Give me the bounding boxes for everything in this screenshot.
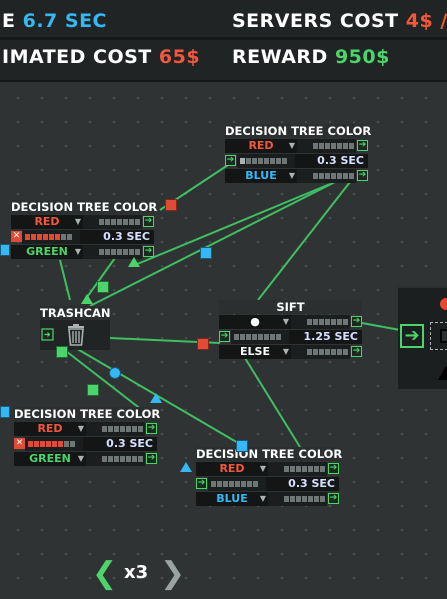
- green-square-packet: [97, 281, 109, 293]
- sift-filter-selector[interactable]: ●▼: [219, 314, 291, 329]
- arrow-right-icon[interactable]: ➔: [225, 155, 236, 166]
- blue-square-packet: [0, 244, 10, 256]
- processing-time: 1.25 SEC: [289, 329, 362, 344]
- arrow-right-icon[interactable]: ➔: [146, 453, 157, 464]
- speed-multiplier: x3: [124, 562, 149, 583]
- arrow-right-icon[interactable]: ➔: [351, 316, 362, 327]
- green-square-packet: [56, 346, 68, 358]
- arrow-right-icon[interactable]: ➔: [400, 324, 424, 348]
- decision-tree-node-bottom-left[interactable]: DECISION TREE COLOR RED▼ ➔ ✕ 0.3 SEC GRE…: [14, 407, 161, 466]
- arrow-right-icon[interactable]: ➔: [328, 463, 339, 474]
- arrow-right-icon[interactable]: ➔: [357, 170, 368, 181]
- arrow-right-icon[interactable]: ➔: [219, 331, 230, 342]
- processing-time: 0.3 SEC: [83, 436, 157, 451]
- processing-time: 0.3 SEC: [80, 229, 154, 244]
- green-triangle-packet: [128, 257, 140, 267]
- green-square-packet: [87, 384, 99, 396]
- arrow-right-icon[interactable]: ➔: [328, 493, 339, 504]
- reward-readout: REWARD 950$: [232, 46, 390, 68]
- arrow-right-icon[interactable]: ➔: [357, 140, 368, 151]
- red-circle-slot-icon: [440, 298, 447, 310]
- estimated-cost-readout: IMATED COST 65$: [2, 46, 201, 68]
- row-label: ELSE▼: [219, 344, 291, 359]
- close-icon[interactable]: ✕: [11, 231, 22, 242]
- triangle-slot-icon: [438, 366, 447, 380]
- hud-bar: E 6.7 SEC SERVERS COST 4$ / IMATED COST …: [0, 0, 447, 82]
- blue-square-packet: [0, 406, 10, 418]
- blue-square-packet: [236, 440, 248, 452]
- row-label: GREEN▼: [11, 244, 83, 259]
- chevron-right-icon[interactable]: ❯: [160, 556, 186, 591]
- red-square-packet: [197, 338, 209, 350]
- arrow-right-icon[interactable]: ➔: [143, 216, 154, 227]
- reward-value: 950$: [334, 46, 390, 68]
- node-title: TRASHCAN: [40, 306, 111, 320]
- processing-time: 0.3 SEC: [266, 476, 339, 491]
- input-slot: [430, 322, 447, 350]
- blue-triangle-packet: [150, 393, 162, 403]
- node-title: DECISION TREE COLOR: [11, 200, 158, 214]
- row-label: RED▼: [11, 214, 83, 229]
- time-value: 6.7 SEC: [22, 10, 107, 32]
- time-readout: E 6.7 SEC: [2, 10, 107, 32]
- row-label: RED▼: [14, 421, 86, 436]
- estimated-cost-value: 65$: [158, 46, 201, 68]
- node-title: SIFT: [219, 300, 362, 314]
- red-square-packet: [165, 199, 177, 211]
- sift-node[interactable]: SIFT ●▼ ➔ ➔ 1.25 SEC ELSE▼ ➔: [219, 300, 362, 359]
- trash-icon: [41, 324, 84, 346]
- arrow-right-icon[interactable]: ➔: [143, 246, 154, 257]
- close-icon[interactable]: ✕: [14, 438, 25, 449]
- row-label: BLUE▼: [196, 491, 268, 506]
- output-server-node[interactable]: ➔: [398, 286, 447, 389]
- chevron-left-icon[interactable]: ❮: [92, 556, 118, 591]
- servers-cost-value: 4$: [405, 10, 434, 32]
- row-label: RED▼: [225, 138, 297, 153]
- decision-tree-node-left[interactable]: DECISION TREE COLOR RED▼ ➔ ✕ 0.3 SEC GRE…: [11, 200, 158, 259]
- row-label: BLUE▼: [225, 168, 297, 183]
- processing-time: 0.3 SEC: [295, 153, 368, 168]
- blue-triangle-packet: [180, 462, 192, 472]
- servers-cost-readout: SERVERS COST 4$ /: [232, 10, 447, 32]
- speed-control: ❮ x3 ❯: [92, 556, 186, 591]
- arrow-right-icon[interactable]: ➔: [351, 346, 362, 357]
- blue-circle-packet: [109, 367, 121, 379]
- row-label: GREEN▼: [14, 451, 86, 466]
- arrow-right-icon[interactable]: ➔: [196, 478, 207, 489]
- node-title: DECISION TREE COLOR: [14, 407, 161, 421]
- row-label: RED▼: [196, 461, 268, 476]
- trashcan-node[interactable]: TRASHCAN: [40, 306, 110, 350]
- arrow-right-icon[interactable]: ➔: [146, 423, 157, 434]
- green-triangle-packet: [81, 294, 93, 304]
- node-title: DECISION TREE COLOR: [225, 124, 372, 138]
- square-slot-icon: [440, 329, 447, 343]
- decision-tree-node-top[interactable]: DECISION TREE COLOR RED▼ ➔ ➔ 0.3 SEC BLU…: [225, 124, 372, 183]
- node-title: DECISION TREE COLOR: [196, 447, 343, 461]
- decision-tree-node-bottom-right[interactable]: DECISION TREE COLOR RED▼ ➔ ➔ 0.3 SEC BLU…: [196, 447, 343, 506]
- blue-square-packet: [200, 247, 212, 259]
